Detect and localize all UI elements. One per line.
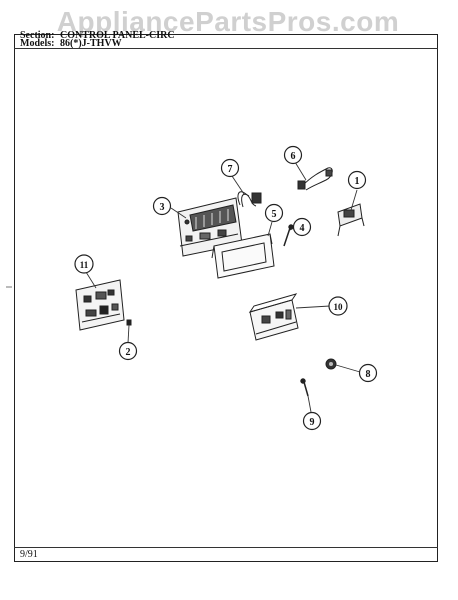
callout-3: 3 [152,196,172,216]
models-label: Models: [20,38,55,49]
callout-number-5: 5 [272,209,277,220]
callout-11: 11 [74,254,94,274]
callout-number-3: 3 [160,202,165,213]
part-wire-lead [297,167,333,191]
part-clip [325,358,337,370]
revision-date: 9/91 [20,549,38,560]
part-circuit-board [75,279,125,331]
callout-number-8: 8 [366,369,371,380]
callout-number-10: 10 [334,302,344,312]
callout-8: 8 [358,363,378,383]
part-display-harness [237,191,262,208]
watermark: AppliancePartsPros.com [56,6,400,37]
callout-number-1: 1 [355,176,360,187]
callout-4: 4 [292,217,312,237]
part-screw-9 [300,378,309,397]
callout-number-2: 2 [126,347,131,358]
callout-number-9: 9 [310,417,315,428]
callout-2: 2 [118,341,138,361]
models-value: 86(*)J-THVW [60,38,122,49]
callout-1: 1 [347,170,367,190]
part-relay-board [248,293,299,341]
section-value: CONTROL PANEL-CIRC [60,30,175,41]
callout-number-7: 7 [228,164,233,175]
part-screw-4 [283,224,294,247]
diagram-frame [14,34,438,562]
callout-number-11: 11 [80,260,89,270]
callout-5: 5 [264,203,284,223]
part-display-board [177,197,243,257]
callout-9: 9 [302,411,322,431]
callout-10: 10 [328,296,348,316]
header-divider [14,48,438,49]
callout-number-6: 6 [291,151,296,162]
leader-lines [85,161,361,413]
callout-number-4: 4 [300,223,305,234]
callout-7: 7 [220,158,240,178]
part-screw-2 [126,319,132,326]
callout-markers: 1 2 3 4 5 6 7 [74,145,378,431]
callout-6: 6 [283,145,303,165]
section-label: Section: [20,30,55,41]
part-display-bezel [211,233,275,279]
footer-divider [14,547,438,548]
part-bracket [337,203,365,237]
